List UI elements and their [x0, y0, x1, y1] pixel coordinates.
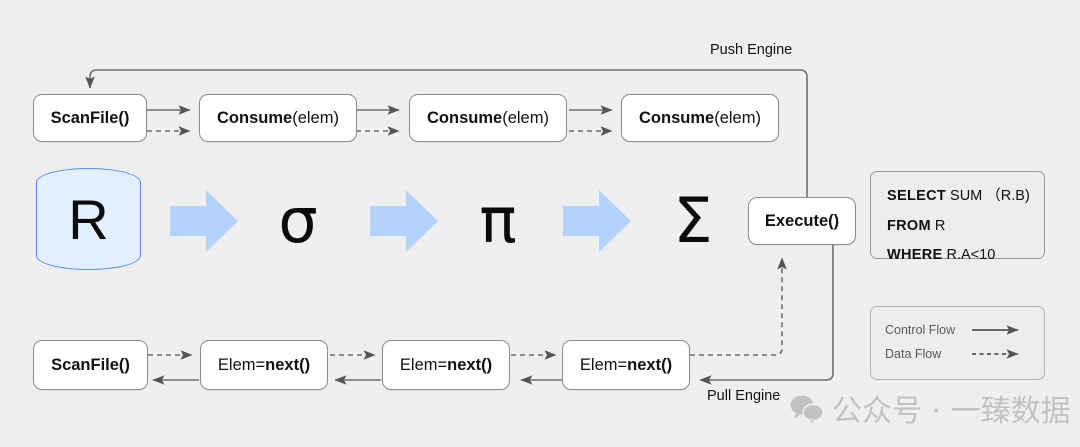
node-label-rest: Elem= — [217, 355, 266, 374]
pull-engine-caption: Pull Engine — [707, 388, 781, 404]
node-push-consume-1[interactable]: Consume(elem) — [199, 94, 357, 142]
cylinder-body — [36, 168, 141, 270]
node-label: Execute() — [764, 211, 840, 230]
node-label-rest: (elem) — [502, 108, 549, 127]
block-arrow-1 — [170, 190, 238, 252]
legend-box: Control Flow Data Flow — [870, 306, 1045, 380]
legend-label-control-flow: Control Flow — [885, 323, 956, 337]
legend-row-control-flow: Control Flow — [885, 318, 1030, 342]
node-label-bold: Consume — [217, 108, 293, 127]
node-label-rest: Elem= — [579, 355, 628, 374]
node-push-consume-2[interactable]: Consume(elem) — [409, 94, 567, 142]
watermark: 公众号 · 一臻数据 — [790, 386, 1071, 430]
sql-value: SUM （R.B) — [950, 188, 1030, 204]
node-pull-elem-next-1[interactable]: Elem=next() — [200, 340, 328, 390]
legend-label-data-flow: Data Flow — [885, 347, 942, 361]
node-label-rest: Elem= — [399, 355, 448, 374]
sql-query-box: SELECT SUM （R.B) FROM R WHERE R.A<10 — [870, 171, 1045, 263]
legend-row-data-flow: Data Flow — [885, 342, 1030, 366]
node-label: ScanFile() — [50, 108, 130, 127]
operator-selection-sigma: σ — [278, 184, 318, 257]
push-engine-caption: Push Engine — [710, 42, 793, 58]
node-push-consume-3[interactable]: Consume(elem) — [621, 94, 779, 142]
node-pull-elem-next-2[interactable]: Elem=next() — [382, 340, 510, 390]
node-pull-elem-next-3[interactable]: Elem=next() — [562, 340, 690, 390]
wechat-icon — [790, 395, 824, 423]
node-label-bold: Consume — [427, 108, 503, 127]
sql-keyword: SELECT — [887, 188, 946, 204]
sql-line-1: SELECT SUM （R.B) — [887, 184, 1030, 205]
block-arrow-2 — [370, 190, 438, 252]
sql-keyword: FROM — [887, 218, 931, 234]
node-label-bold: next() — [447, 355, 493, 374]
node-execute[interactable]: Execute() — [748, 197, 856, 245]
node-pull-scanfile[interactable]: ScanFile() — [33, 340, 148, 390]
operator-projection-pi: π — [479, 184, 517, 257]
watermark-text: 公众号 · 一臻数据 — [832, 394, 1071, 429]
sql-value: R — [934, 218, 946, 234]
sql-line-2: FROM R — [887, 218, 1028, 234]
node-label-bold: next() — [265, 355, 311, 374]
execute-to-elemnext-control — [699, 245, 834, 385]
sql-keyword: WHERE — [887, 247, 943, 263]
elemnext-to-execute-data — [690, 257, 787, 356]
block-arrow-3 — [563, 190, 631, 252]
node-label-bold: Consume — [639, 108, 715, 127]
relation-label: R — [68, 187, 109, 251]
sql-line-3: WHERE R.A<10 — [887, 247, 1028, 263]
sql-value: R.A<10 — [946, 247, 996, 263]
node-label-rest: (elem) — [292, 108, 339, 127]
legend-control-flow-arrow-icon — [970, 323, 1030, 337]
relation-cylinder: R — [36, 168, 141, 270]
node-push-scanfile[interactable]: ScanFile() — [33, 94, 147, 142]
node-label: ScanFile() — [51, 355, 130, 374]
operator-aggregation-sigma-sum: Σ — [673, 184, 713, 257]
node-label-bold: next() — [627, 355, 673, 374]
legend-data-flow-arrow-icon — [970, 347, 1030, 361]
node-label-rest: (elem) — [714, 108, 761, 127]
